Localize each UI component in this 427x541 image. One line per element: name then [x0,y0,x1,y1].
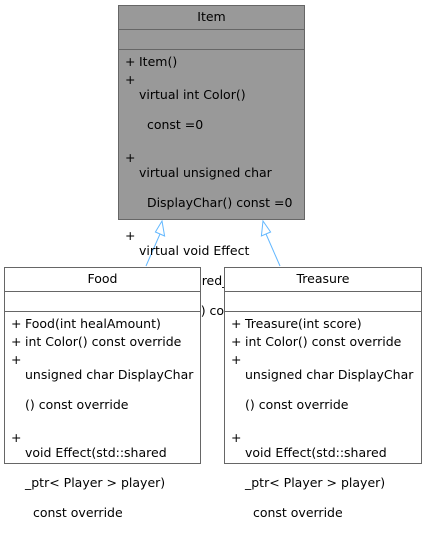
food-inherits-item-edge [145,219,166,267]
class-box-item[interactable]: Item + Item() + virtual int Color() cons… [118,5,305,318]
operation-food-color: + int Color() const override [11,334,194,349]
operation-item-displaychar: + virtual unsigned char DisplayChar() co… [125,150,298,225]
visibility-marker: + [11,430,22,445]
operation-line: const =0 [139,117,204,132]
inheritance-arrowhead-icon [154,219,166,237]
inheritance-edges [145,219,281,267]
visibility-marker: + [231,334,242,349]
class-name-treasure: Treasure [225,268,421,292]
operation-line: Item() [139,54,178,69]
class-operations-food: + Food(int healAmount) + int Color() con… [5,312,200,541]
visibility-marker: + [125,150,136,165]
class-attributes-treasure [225,292,421,312]
operation-treasure-color: + int Color() const override [231,334,415,349]
class-box-treasure[interactable]: Treasure + Treasure(int score) + int Col… [224,267,422,520]
operation-line: unsigned char DisplayChar [25,367,194,382]
visibility-marker: + [11,316,22,331]
visibility-marker: + [231,316,242,331]
operation-food-constructor: + Food(int healAmount) [11,316,194,331]
operation-line: const override [245,505,343,520]
operation-item-constructor: + Item() [125,54,298,69]
class-box-food[interactable]: Food + Food(int healAmount) + int Color(… [4,267,201,520]
visibility-marker: + [125,228,136,243]
operation-line: Treasure(int score) [245,316,362,331]
operation-line: DisplayChar() const =0 [139,195,293,210]
class-attributes-food [5,292,200,312]
visibility-marker: + [231,430,242,445]
operation-treasure-effect: + void Effect(std::shared _ptr< Player >… [231,430,415,535]
visibility-marker: + [11,352,22,367]
operation-line: virtual int Color() [139,87,246,102]
operation-line: virtual unsigned char [139,165,272,180]
operation-line: const override [25,505,123,520]
operation-line: virtual void Effect [139,243,250,258]
class-name-item: Item [119,6,304,30]
inheritance-arrowhead-icon [260,219,272,237]
operation-line: unsigned char DisplayChar [245,367,414,382]
treasure-inherits-item-edge [260,219,281,267]
operation-line: _ptr< Player > player) [245,475,386,490]
visibility-marker: + [125,54,136,69]
operation-line: () const override [245,397,349,412]
operation-line: int Color() const override [245,334,402,349]
visibility-marker: + [125,72,136,87]
operation-line: void Effect(std::shared [25,445,167,460]
operation-food-effect: + void Effect(std::shared _ptr< Player >… [11,430,194,535]
operation-line: int Color() const override [25,334,182,349]
operation-line: _ptr< Player > player) [25,475,166,490]
operation-treasure-displaychar: + unsigned char DisplayChar () const ove… [231,352,415,427]
operation-item-color: + virtual int Color() const =0 [125,72,298,147]
visibility-marker: + [11,334,22,349]
operation-line: void Effect(std::shared [245,445,387,460]
operation-food-displaychar: + unsigned char DisplayChar () const ove… [11,352,194,427]
class-attributes-item [119,30,304,50]
operation-line: Food(int healAmount) [25,316,161,331]
visibility-marker: + [231,352,242,367]
operation-line: () const override [25,397,129,412]
operation-treasure-constructor: + Treasure(int score) [231,316,415,331]
class-operations-treasure: + Treasure(int score) + int Color() cons… [225,312,421,541]
class-name-food: Food [5,268,200,292]
